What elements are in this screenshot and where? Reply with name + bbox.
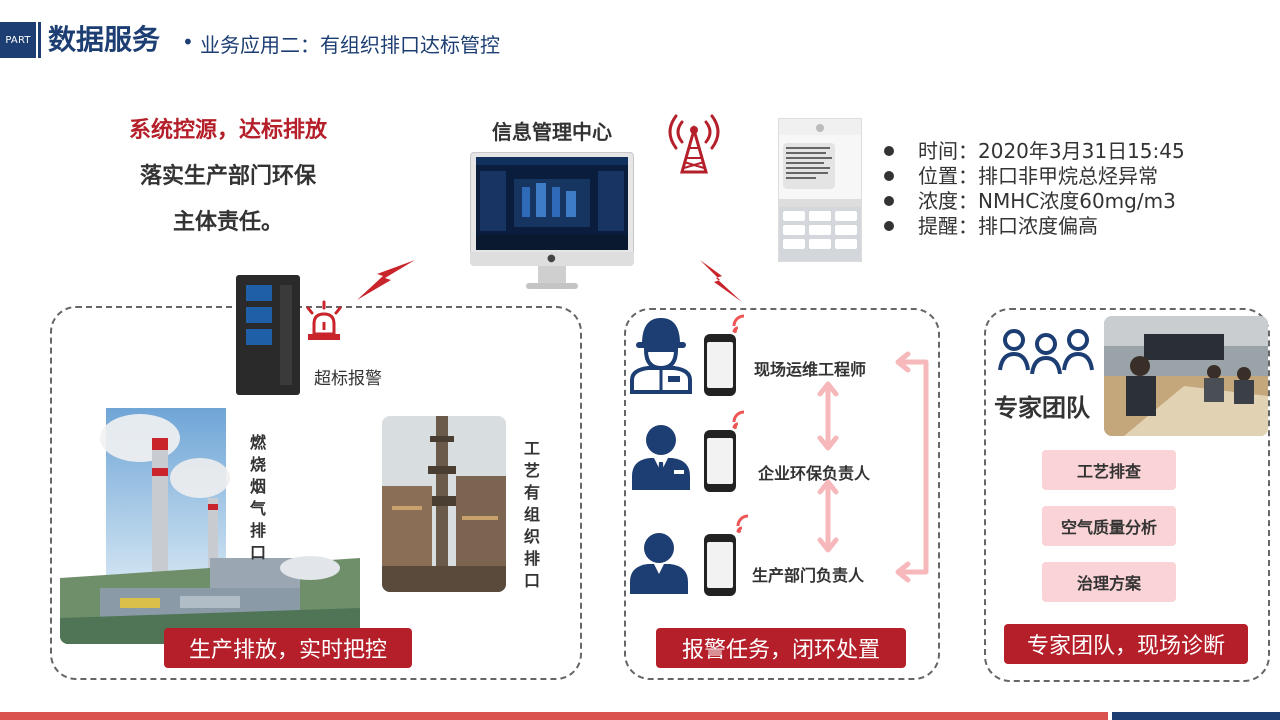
monitoring-cabinet[interactable] [236, 275, 300, 395]
manager-icon [630, 422, 692, 492]
closed-loop-arrows [808, 348, 932, 584]
process-inspection-button[interactable]: 工艺排查 [1042, 450, 1176, 490]
role-label: 企业环保负责人 [758, 464, 871, 483]
engineer-icon [628, 314, 694, 394]
phone-icon [704, 334, 736, 396]
alert-location: 位置：排口非甲烷总烃异常 [918, 164, 1158, 188]
bullet-icon [884, 221, 894, 231]
wifi-signal-icon [736, 514, 758, 534]
footer-stripe [0, 712, 1108, 720]
meeting-photo [1104, 316, 1268, 436]
monitor-screen [476, 157, 628, 250]
alert-item: 时间：2020年3月31日15:45 [884, 138, 1185, 164]
alert-concentration: 浓度：NMHC浓度60mg/m3 [918, 189, 1176, 213]
process-plant-photo [382, 416, 506, 592]
expert-team-title: 专家团队 [994, 394, 1090, 422]
combustion-outlet-label: 燃烧烟气排口 [249, 433, 266, 562]
role-label: 生产部门负责人 [752, 566, 865, 585]
alert-time: 时间：2020年3月31日15:45 [918, 139, 1185, 163]
lightning-bolt-icon [698, 258, 744, 304]
wifi-signal-icon [732, 314, 754, 334]
expert-panel [984, 308, 1270, 682]
wifi-signal-icon [732, 410, 754, 430]
header-divider [38, 22, 41, 58]
task-panel [624, 308, 940, 680]
slogan-line-2: 落实生产部门环保 [139, 164, 316, 189]
production-panel [50, 306, 582, 680]
sms-screenshot [778, 118, 862, 262]
phone-icon [704, 534, 736, 596]
monitor-base [526, 283, 578, 289]
slogan-line-1: 系统控源，达标排放 [128, 118, 327, 143]
treatment-plan-button[interactable]: 治理方案 [1042, 562, 1176, 602]
footer-stripe-accent [1112, 712, 1280, 720]
alert-item: 浓度：NMHC浓度60mg/m3 [884, 188, 1176, 214]
bullet-icon [884, 171, 894, 181]
power-plant-photo [60, 408, 360, 644]
air-quality-analysis-button[interactable]: 空气质量分析 [1042, 506, 1176, 546]
lightning-bolt-icon [355, 258, 417, 302]
alarm-label: 超标报警 [314, 369, 382, 389]
expert-tag: 专家团队，现场诊断 [1004, 624, 1248, 664]
alarm-light-icon [302, 300, 346, 342]
task-tag: 报警任务，闭环处置 [656, 628, 906, 668]
page-subtitle: 业务应用二：有组织排口达标管控 [200, 33, 500, 57]
phone-icon [704, 430, 736, 492]
info-center-title: 信息管理中心 [492, 120, 612, 144]
signal-tower-icon [668, 112, 720, 174]
team-icon [996, 326, 1096, 375]
monitor-chin: ● [470, 252, 634, 266]
page-title: 数据服务 [48, 23, 161, 56]
production-tag: 生产排放，实时把控 [164, 628, 412, 668]
process-outlet-label: 工艺有组织排口 [523, 439, 540, 590]
alert-item: 位置：排口非甲烷总烃异常 [884, 163, 1158, 189]
title-separator: • [182, 30, 194, 54]
part-badge: PART [0, 22, 36, 58]
alert-reminder: 提醒：排口浓度偏高 [918, 214, 1098, 238]
apple-logo-icon: ● [547, 253, 556, 264]
slogan-line-3: 主体责任。 [172, 210, 283, 235]
production-manager-icon [628, 530, 690, 596]
role-label: 现场运维工程师 [754, 360, 867, 379]
monitor-stand [538, 266, 566, 284]
alert-item: 提醒：排口浓度偏高 [884, 213, 1098, 239]
bullet-icon [884, 146, 894, 156]
bullet-icon [884, 196, 894, 206]
